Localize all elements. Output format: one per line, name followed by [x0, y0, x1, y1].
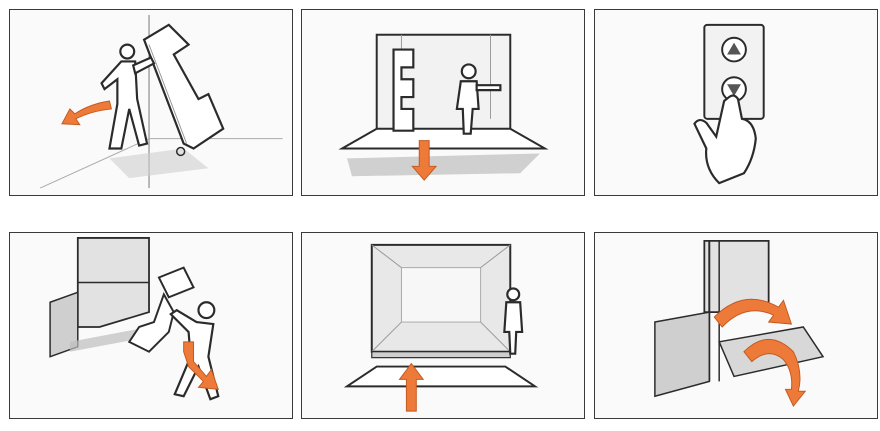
lift-platform [343, 365, 539, 388]
base-slab [654, 311, 711, 398]
storyboard-panel-6 [594, 232, 878, 419]
perspective-line [371, 321, 402, 353]
perspective-line [371, 244, 402, 269]
storyboard-panel-1 [9, 9, 293, 196]
raise-platform-sketch [343, 243, 539, 412]
hand-pressing [693, 94, 757, 185]
shelf-shadow [69, 326, 150, 352]
perspective-line [480, 244, 511, 269]
perspective-line [480, 321, 511, 353]
curved-arrow-left [61, 100, 113, 126]
down-triangle-icon [727, 84, 741, 97]
carry-cart-sketch [49, 237, 220, 401]
tilt-platform-sketch [39, 14, 283, 189]
storyboard-panel-3 [594, 9, 878, 196]
platform-wheel [175, 146, 186, 157]
folded-platform [142, 23, 225, 150]
arrow-down-right [183, 341, 219, 390]
back-wall [400, 267, 482, 323]
storyboard-panel-4 [9, 232, 293, 419]
person-figure [503, 287, 524, 355]
truck-sill [371, 351, 511, 359]
lift-platform [338, 127, 549, 150]
storyboard-panel-5 [301, 232, 585, 419]
floor-shadow [109, 148, 209, 179]
ground-shadow [347, 153, 540, 177]
fold-platform-sketch [654, 240, 825, 408]
person-figure [455, 63, 502, 135]
folded-cart [392, 48, 415, 132]
arrow-down [411, 140, 438, 181]
up-triangle-icon [727, 42, 741, 55]
storyboard-panel-2 [301, 9, 585, 196]
arrow-up [398, 362, 425, 412]
lower-platform-sketch [338, 33, 549, 181]
curved-arrow-fold [743, 338, 807, 408]
press-button-sketch [693, 23, 765, 185]
platform-edge-shade [148, 44, 188, 144]
floor-line-left [39, 138, 150, 189]
curved-arrow-rotate [713, 298, 793, 328]
person-figure [100, 43, 156, 150]
